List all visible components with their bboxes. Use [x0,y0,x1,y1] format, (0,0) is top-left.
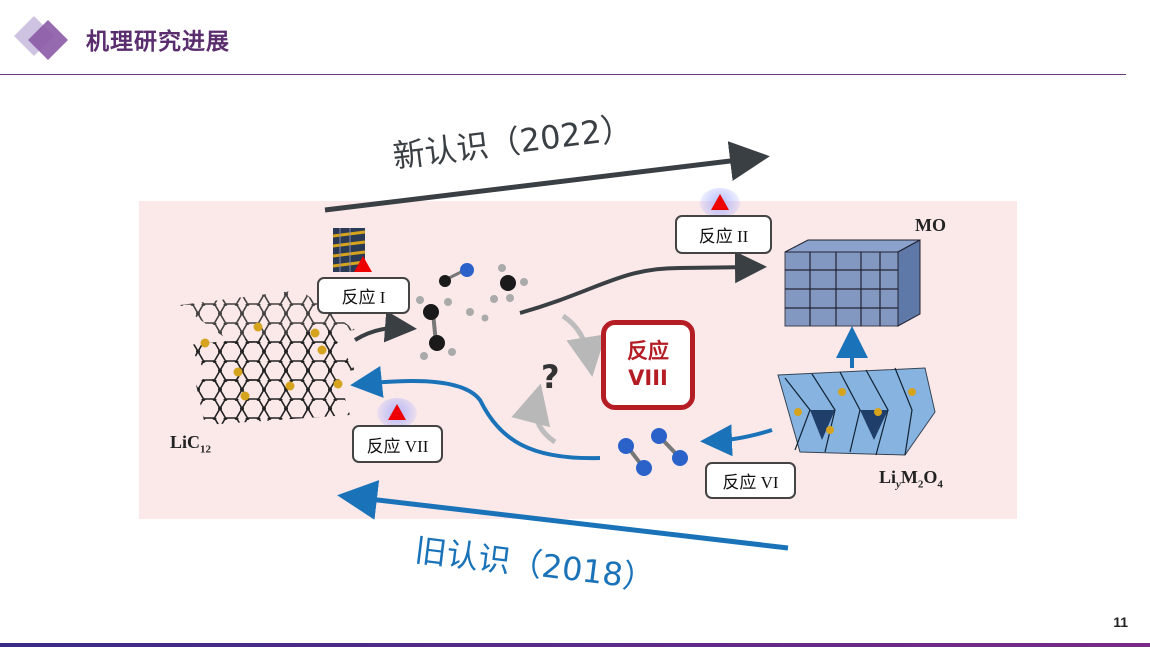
spinel-label: LiyM2O4 [879,467,943,491]
reaction-8-box: 反应 VIII [601,320,695,410]
graphite-structure [180,290,355,425]
metal-oxide-label: MO [915,215,946,235]
page-title: 机理研究进展 [86,29,230,55]
reaction-6-arrow [700,424,773,457]
header-divider [0,74,1126,75]
reaction-1-arrow [353,310,417,343]
question-mark: ? [541,358,560,396]
warning-triangle-icon [354,256,372,272]
warning-triangle-icon [711,194,729,210]
warning-triangle-icon [388,404,406,420]
page-number: 11 [1113,614,1128,630]
gray-arrow-up [511,383,557,445]
footer-bar [0,643,1150,647]
diamond-logo-icon [14,16,68,60]
oxygen-molecules [618,428,688,476]
reaction-2-arrow [519,251,767,315]
spinel-structure [777,367,936,456]
reaction-8-line1: 反应 [627,339,669,363]
reaction-7-arrow [350,366,601,461]
new-understanding-arrow [324,141,770,213]
reaction-8-line2: VIII [628,366,668,390]
molecules [416,263,528,360]
reaction-1-label: 反应 I [317,277,410,314]
metal-oxide-cube [784,239,921,327]
reaction-7-label: 反应 VII [352,425,443,463]
gray-arrow-down [561,313,606,377]
old-understanding-arrow [337,480,789,551]
reaction-6-label: 反应 VI [705,462,796,499]
graphite-label: LiC12 [170,432,212,456]
reaction-2-label: 反应 II [675,215,772,254]
